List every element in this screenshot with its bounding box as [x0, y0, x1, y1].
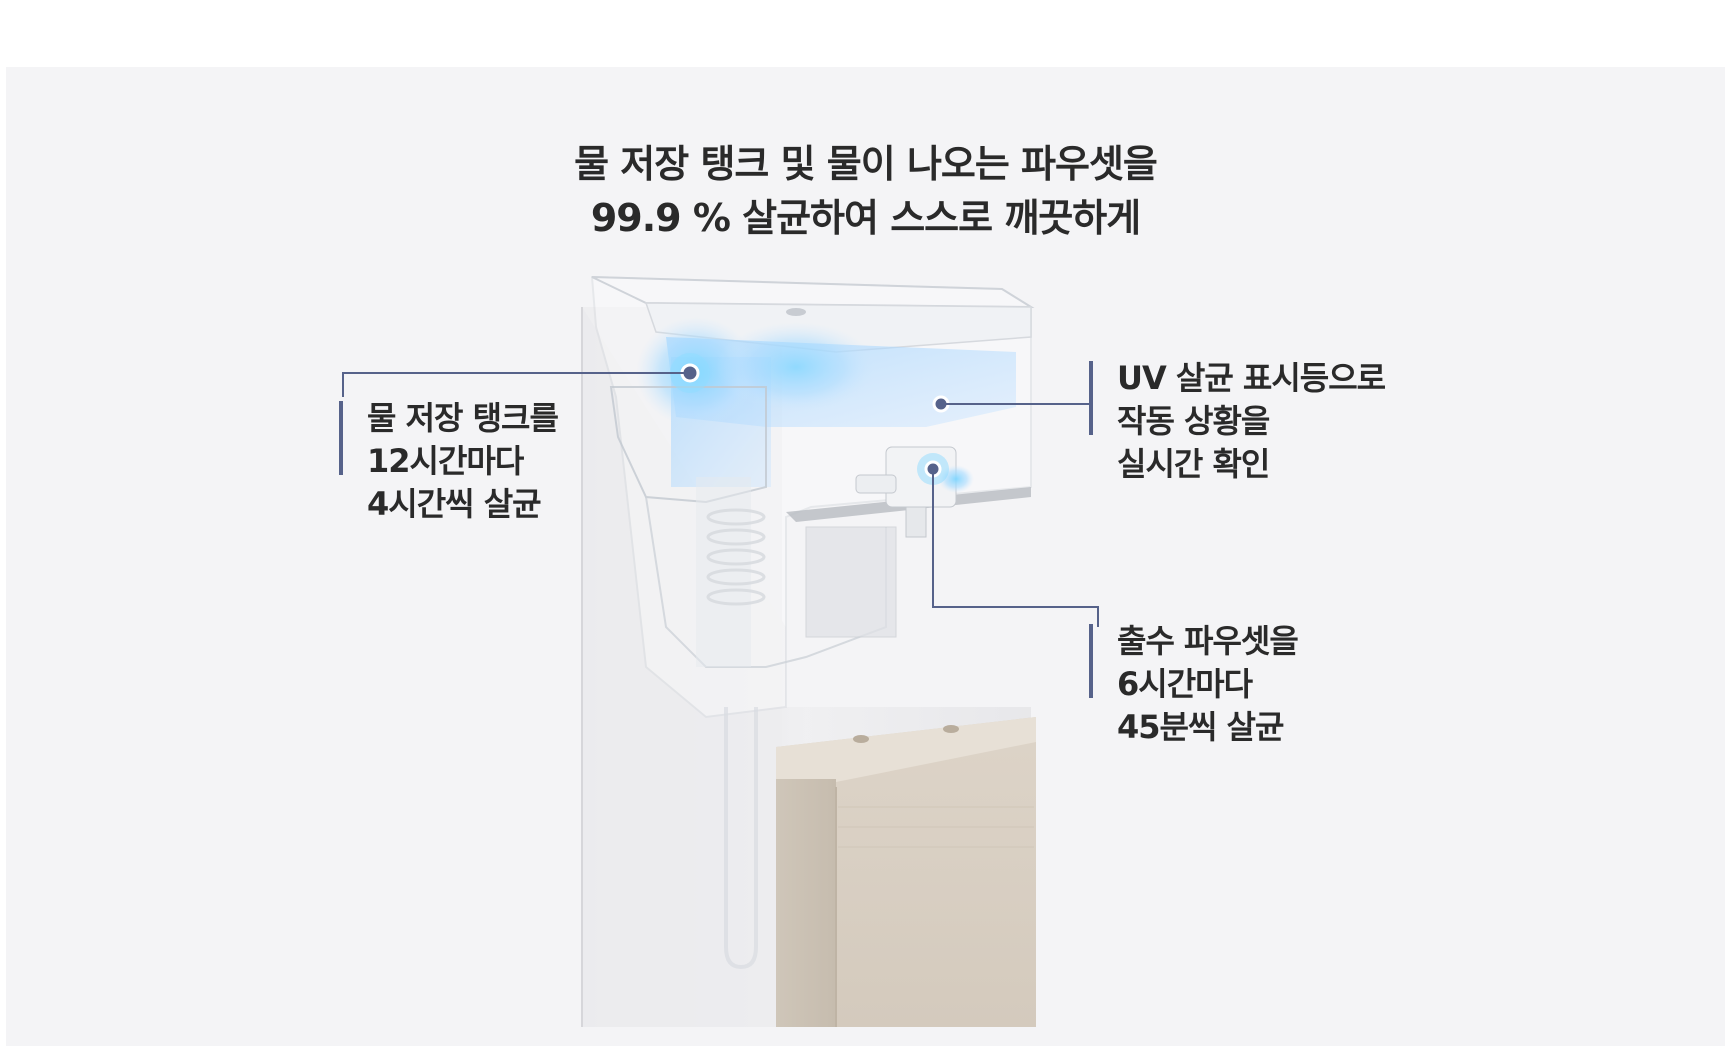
feature-panel: 물 저장 탱크 및 물이 나오는 파우셋을 99.9 % 살균하여 스스로 깨끗…: [6, 67, 1725, 1046]
callout-line: 6시간마다: [1117, 665, 1253, 703]
callout-line: 작동 상황을: [1117, 402, 1270, 440]
callout-line: 물 저장 탱크를: [367, 399, 559, 437]
callout-line: UV 살균 표시등으로: [1117, 359, 1386, 397]
callout-accent-bar: [1089, 624, 1093, 698]
leader-line-faucet: [932, 469, 1099, 627]
callout-line: 45분씩 살균: [1117, 708, 1284, 746]
callout-uv-indicator: UV 살균 표시등으로 작동 상황을 실시간 확인: [1089, 357, 1386, 486]
callout-faucet-sterilization: 출수 파우셋을 6시간마다 45분씩 살균: [1089, 620, 1299, 749]
title-line-2: 99.9 % 살균하여 스스로 깨끗하게: [590, 196, 1141, 240]
callout-line: 출수 파우셋을: [1117, 622, 1299, 660]
leader-line-tank: [342, 372, 690, 397]
page-title: 물 저장 탱크 및 물이 나오는 파우셋을 99.9 % 살균하여 스스로 깨끗…: [6, 137, 1725, 245]
title-line-1: 물 저장 탱크 및 물이 나오는 파우셋을: [574, 142, 1158, 186]
callout-tank-sterilization: 물 저장 탱크를 12시간마다 4시간씩 살균: [339, 397, 559, 526]
callout-accent-bar: [1089, 361, 1093, 435]
beige-cabinet: [776, 717, 1036, 1027]
callout-line: 12시간마다: [367, 442, 524, 480]
callout-accent-bar: [339, 401, 343, 475]
water-purifier-illustration: [342, 275, 1099, 1027]
callout-line: 실시간 확인: [1117, 445, 1270, 483]
callout-line: 4시간씩 살균: [367, 485, 542, 523]
